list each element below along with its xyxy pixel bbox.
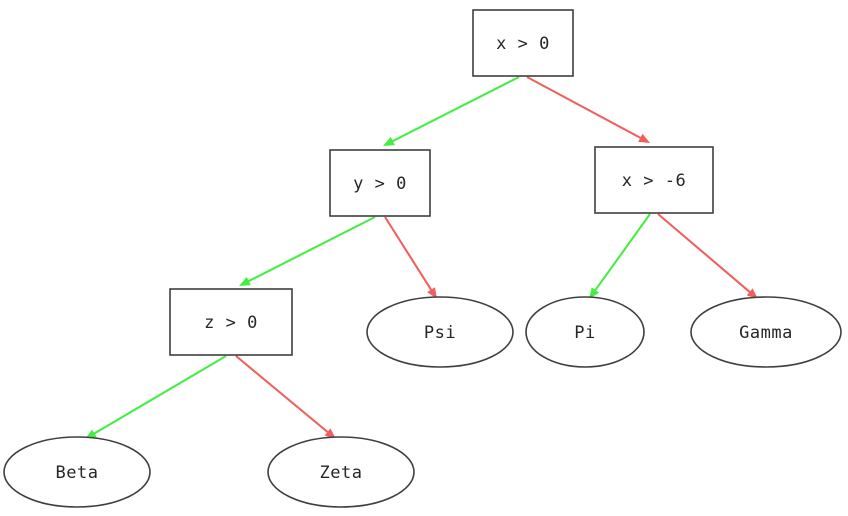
tree-edge-true [589, 213, 651, 299]
edges-layer [85, 76, 758, 439]
node-label: z > 0 [204, 313, 258, 333]
tree-edge-true [85, 355, 227, 439]
edge-line [593, 213, 651, 293]
tree-edge-false [657, 213, 758, 299]
arrowhead-icon [383, 136, 395, 146]
edge-line [92, 355, 227, 436]
edge-line [657, 213, 752, 294]
decision-node-box[interactable] [594, 146, 714, 214]
arrowhead-icon [427, 287, 437, 299]
tree-node-root[interactable]: x > 0 [472, 9, 574, 77]
edge-line [384, 216, 434, 292]
node-label: y > 0 [353, 174, 407, 194]
tree-node-n_y[interactable]: y > 0 [329, 149, 431, 217]
tree-node-psi[interactable]: Psi [366, 296, 514, 368]
decision-node-box[interactable] [472, 9, 574, 77]
leaf-node-ellipse[interactable] [525, 296, 645, 368]
tree-node-n_z[interactable]: z > 0 [169, 288, 293, 356]
node-label: x > 0 [496, 34, 550, 54]
tree-node-gamma[interactable]: Gamma [690, 296, 842, 368]
decision-node-box[interactable] [169, 288, 293, 356]
edge-line [235, 355, 330, 435]
tree-edge-true [239, 216, 376, 286]
arrowhead-icon [638, 133, 650, 143]
tree-edge-false [526, 76, 650, 143]
arrowhead-icon [589, 287, 600, 299]
decision-node-box[interactable] [329, 149, 431, 217]
tree-edge-true [383, 76, 520, 146]
arrowhead-icon [239, 276, 251, 286]
node-label: Zeta [320, 463, 363, 483]
leaf-node-ellipse[interactable] [366, 296, 514, 368]
node-label: x > -6 [622, 171, 686, 191]
leaf-node-ellipse[interactable] [690, 296, 842, 368]
leaf-node-ellipse[interactable] [267, 436, 415, 508]
node-label: Gamma [739, 323, 793, 343]
edge-line [390, 76, 520, 143]
node-label: Beta [56, 463, 99, 483]
tree-node-beta[interactable]: Beta [3, 436, 151, 508]
node-label: Psi [424, 323, 456, 343]
tree-edge-false [235, 355, 336, 439]
tree-node-pi[interactable]: Pi [525, 296, 645, 368]
leaf-node-ellipse[interactable] [3, 436, 151, 508]
tree-node-zeta[interactable]: Zeta [267, 436, 415, 508]
arrowhead-icon [324, 428, 336, 439]
edge-line [246, 216, 376, 283]
tree-edge-false [384, 216, 437, 299]
edge-line [526, 76, 643, 140]
node-label: Pi [574, 323, 595, 343]
tree-node-n_x6[interactable]: x > -6 [594, 146, 714, 214]
arrowhead-icon [746, 288, 758, 299]
